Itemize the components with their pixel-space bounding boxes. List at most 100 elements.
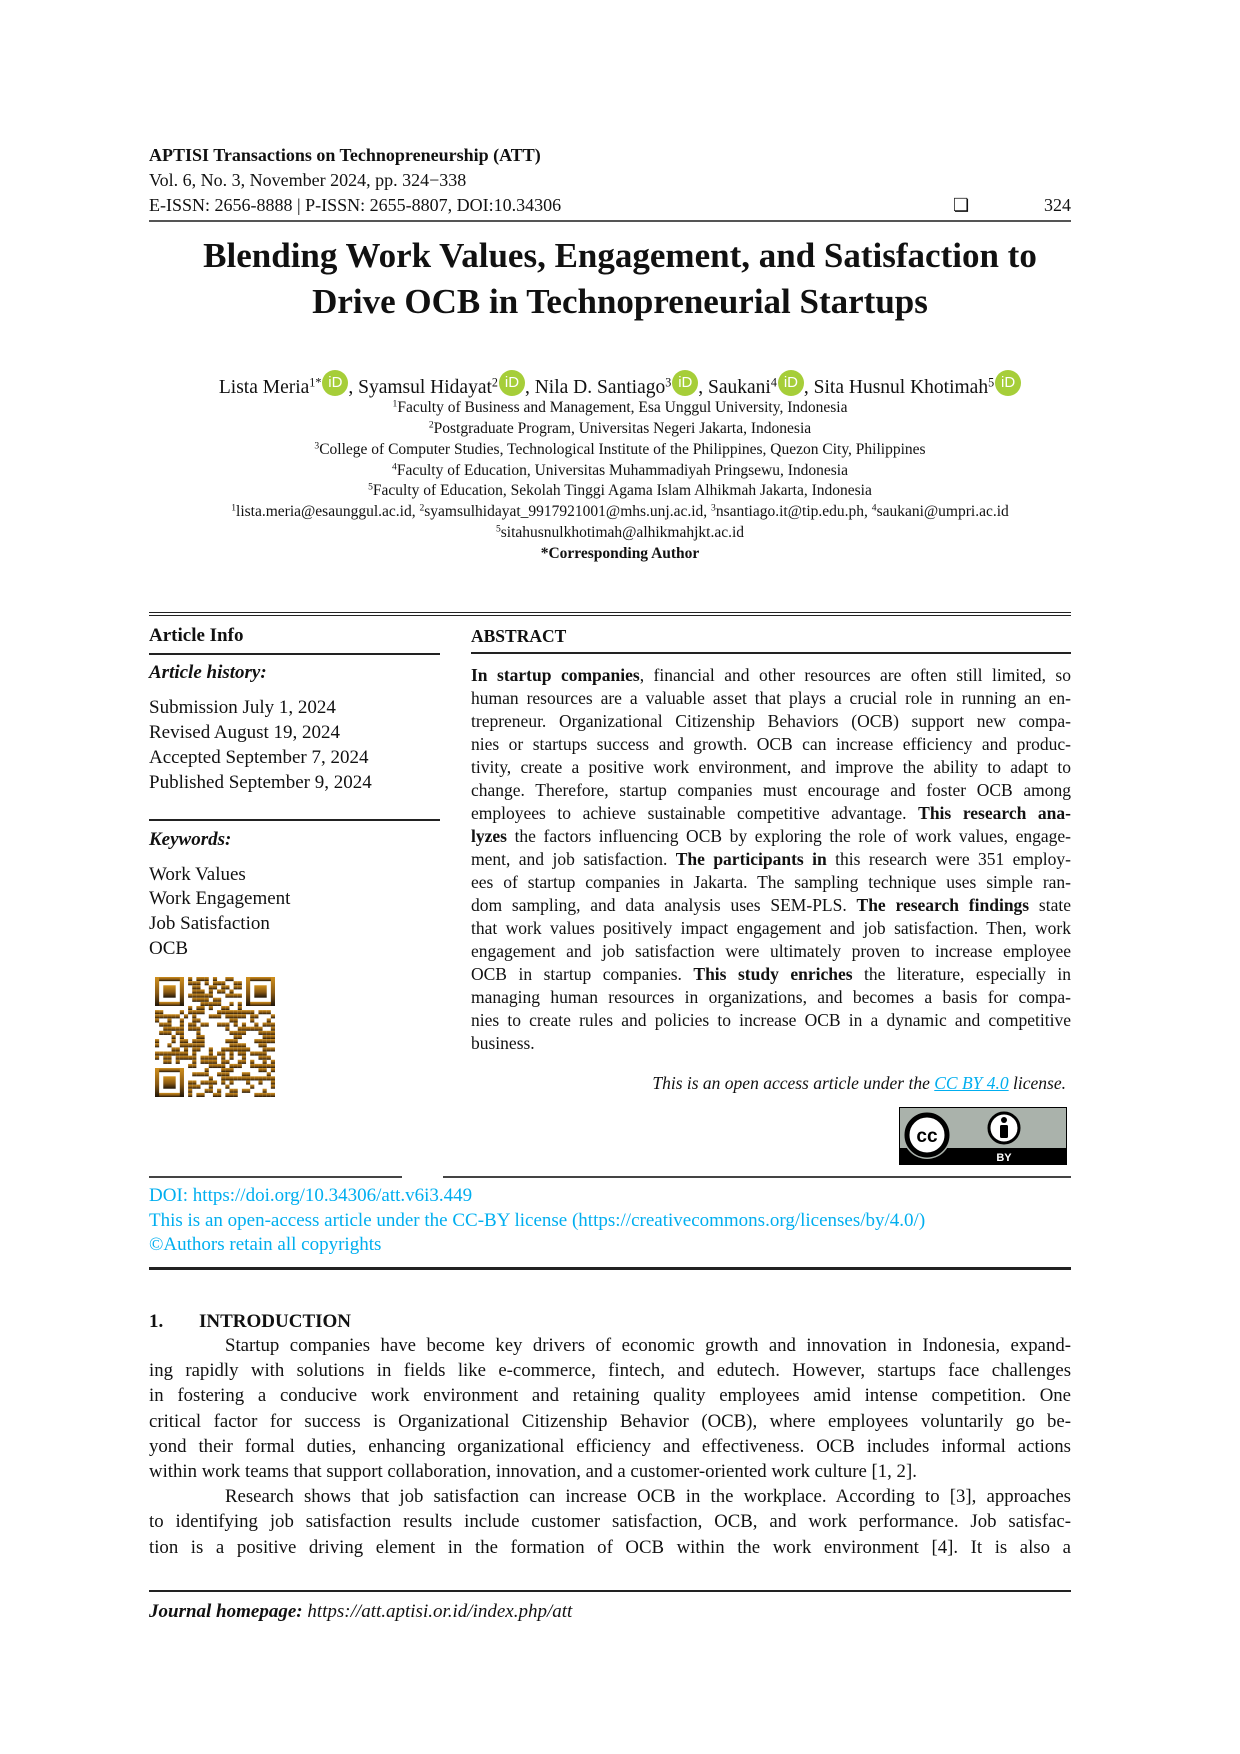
qr-module (212, 1063, 218, 1069)
qr-module (188, 981, 193, 986)
orcid-icon[interactable]: iD (322, 370, 349, 396)
qr-module (208, 989, 213, 994)
paper-title-line-1: Blending Work Values, Engagement, and Sa… (203, 236, 1037, 275)
qr-module (200, 989, 205, 994)
qr-module (229, 1092, 234, 1097)
qr-module (229, 1001, 234, 1006)
qr-module (229, 1039, 234, 1044)
abstract-line: dom sampling, and data analysis uses SEM… (471, 895, 1071, 915)
qr-module (237, 993, 242, 998)
qr-module (233, 1014, 238, 1019)
qr-module (233, 1018, 238, 1023)
orcid-icon[interactable]: iD (777, 370, 804, 396)
abstract-emphasis: In startup companies (471, 665, 640, 685)
journal-homepage: Journal homepage: https://att.aptisi.or.… (149, 1601, 572, 1623)
qr-module (208, 1001, 213, 1006)
qr-module (155, 977, 160, 1006)
cc-by-license-url-link[interactable]: This is an open-access article under the… (149, 1210, 926, 1231)
qr-module (183, 1047, 189, 1052)
qr-module (179, 1055, 184, 1060)
keywords-label: Keywords: (149, 829, 232, 850)
qr-module (179, 1010, 184, 1015)
qr-module (196, 989, 201, 994)
qr-module (262, 1039, 267, 1044)
qr-module (159, 1010, 164, 1015)
qr-module (163, 1014, 168, 1019)
qr-module (212, 985, 218, 990)
qr-module (167, 1059, 172, 1064)
orcid-icon[interactable]: iD (672, 370, 699, 396)
orcid-icon[interactable]: iD (498, 370, 525, 396)
qr-module (270, 1034, 275, 1040)
qr-module (229, 1010, 234, 1015)
qr-module (241, 1055, 247, 1060)
author-affiliation-marker: 1* (309, 375, 322, 390)
affiliation-line: 5Faculty of Education, Sekolah Tinggi Ag… (0, 482, 1240, 500)
author-affiliation-marker: 3 (665, 375, 672, 390)
qr-module (225, 1059, 230, 1064)
journal-homepage-url[interactable]: https://att.aptisi.or.id/index.php/att (307, 1601, 573, 1622)
qr-module (196, 1047, 201, 1052)
qr-module (262, 1022, 267, 1027)
qr-module (229, 1043, 234, 1048)
qr-module (229, 989, 234, 994)
qr-module (246, 977, 251, 1006)
qr-module (204, 1022, 209, 1027)
abstract-emphasis: lyzes (471, 826, 507, 846)
qr-module (237, 1076, 242, 1081)
qr-module (233, 1047, 238, 1052)
qr-module (155, 1018, 160, 1023)
qr-module (171, 1051, 176, 1056)
doi-link[interactable]: DOI: https://doi.org/10.34306/att.v6i3.4… (149, 1185, 473, 1206)
cc-by-license-link[interactable]: CC BY 4.0 (934, 1073, 1009, 1093)
affiliation-line: 3College of Computer Studies, Technologi… (0, 441, 1240, 459)
qr-module (233, 1088, 238, 1093)
qr-module (221, 1059, 226, 1064)
qr-module (175, 1047, 180, 1052)
affiliation-text: Faculty of Education, Universitas Muhamm… (396, 462, 848, 479)
abstract-line: business. (471, 1033, 535, 1053)
qr-module (155, 1068, 184, 1073)
email-marker: 3 (711, 502, 716, 514)
abstract-line: change. Therefore, startup companies mus… (471, 780, 1071, 800)
qr-module (204, 1080, 209, 1085)
divider-right (443, 1176, 1071, 1178)
qr-module (192, 989, 197, 994)
qr-module (188, 993, 193, 998)
qr-module (250, 1018, 255, 1023)
orcid-icon[interactable]: iD (995, 370, 1022, 396)
qr-module (258, 1051, 263, 1056)
qr-module (262, 1088, 267, 1093)
qr-module (208, 1076, 213, 1081)
qr-module (246, 1076, 251, 1081)
qr-code (155, 977, 275, 1097)
qr-module (225, 1022, 230, 1027)
qr-module (258, 1055, 263, 1060)
qr-module (200, 1092, 205, 1097)
qr-module (163, 1059, 168, 1064)
qr-module (200, 1059, 205, 1064)
qr-module (225, 1076, 230, 1081)
qr-module (246, 1080, 251, 1085)
abstract-line: nies or startups success and growth. OCB… (471, 734, 1071, 754)
qr-module (196, 981, 201, 986)
qr-module (246, 1010, 251, 1015)
qr-module (171, 1039, 176, 1044)
qr-module (208, 1063, 213, 1069)
qr-module (233, 1092, 238, 1097)
abstract-line: managing human resources in organization… (471, 987, 1071, 1007)
qr-module (208, 1005, 213, 1011)
history-date: Revised August 19, 2024 (149, 722, 341, 743)
qr-module (217, 1088, 222, 1093)
cc-by-badge[interactable]: cc BY (899, 1107, 1067, 1165)
qr-module (233, 1022, 238, 1027)
qr-module (171, 1014, 176, 1019)
author-separator: , (524, 377, 535, 398)
qr-module (192, 981, 197, 986)
affiliation-line: 2Postgraduate Program, Universitas Neger… (0, 420, 1240, 438)
author-email: lista.meria@esaunggul.ac.id, (236, 503, 420, 520)
abstract-line: ment, and job satisfaction. The particip… (471, 849, 1071, 869)
paper-title-line-2: Drive OCB in Technopreneurial Startups (312, 282, 928, 321)
qr-module (192, 1055, 197, 1060)
qr-module (229, 1014, 234, 1019)
